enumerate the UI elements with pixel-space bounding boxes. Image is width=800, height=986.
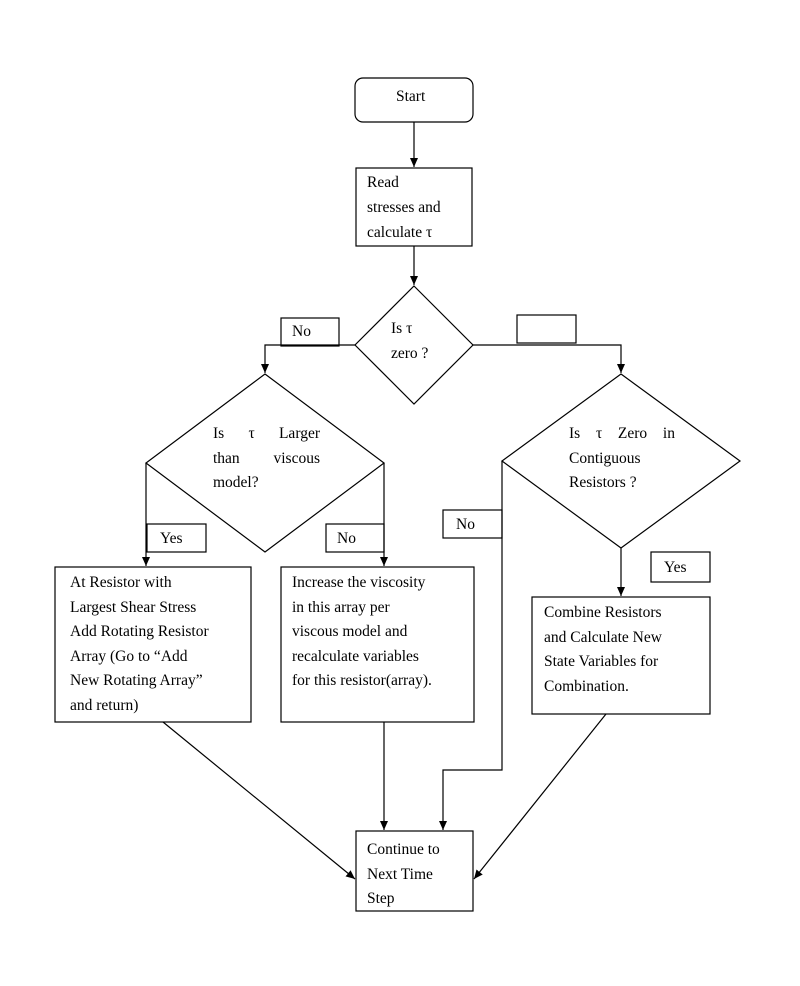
add-rotating-line-5: New Rotating Array” (70, 672, 203, 689)
start-label: Start (396, 88, 426, 105)
combine-line-4: Combination. (544, 677, 629, 695)
yes-label-right: Yes (664, 559, 687, 576)
add-rotating-line-3: Add Rotating Resistor (70, 623, 209, 640)
add-rotating-array-box (54, 566, 252, 723)
increase-viscosity-line-5: for this resistor(array). (292, 672, 432, 689)
no-label-left-right: No (337, 530, 356, 547)
add-rotating-line-2: Largest Shear Stress (70, 598, 197, 616)
increase-viscosity-line-4: recalculate variables (292, 647, 419, 665)
larger-viscous-line-2: than viscous (213, 449, 320, 467)
contiguous-line-1: Is τ Zero in (569, 425, 675, 442)
larger-viscous-text: Is τ Larger than viscous model? (213, 422, 320, 496)
continue-line-2: Next Time (367, 865, 433, 883)
larger-viscous-line-1: Is τ Larger (213, 425, 320, 442)
yes-label-left: Yes (160, 530, 183, 547)
contiguous-text: Is τ Zero in Contiguous Resistors ? (569, 422, 675, 496)
continue-line-1: Continue to (367, 841, 440, 858)
read-line-3: calculate τ (367, 224, 433, 241)
no-label-box-top-left (280, 317, 340, 347)
no-label-right: No (456, 516, 475, 533)
increase-viscosity-box (280, 566, 475, 723)
read-line-1: Read (367, 174, 399, 191)
yes-label-box-right (650, 551, 711, 583)
combine-resistors-text: Combine Resistors and Calculate New Stat… (544, 601, 662, 699)
arrow-add-rotating-to-continue (162, 721, 356, 880)
arrow-combine-to-continue (473, 713, 607, 880)
continue-line-3: Step (367, 890, 395, 907)
increase-viscosity-text: Increase the viscosity in this array per… (292, 571, 432, 694)
tau-zero-line-1: Is τ (391, 320, 413, 337)
arrow-no-to-continue (439, 461, 503, 830)
add-rotating-line-1: At Resistor with (70, 574, 172, 591)
add-rotating-text: At Resistor with Largest Shear Stress Ad… (70, 571, 209, 718)
larger-than-viscous-decision (144, 373, 386, 553)
read-line-2: stresses and (367, 199, 441, 216)
arrow-yes-to-contiguous-decision (473, 344, 625, 373)
add-rotating-line-4: Array (Go to “Add (70, 647, 188, 665)
yes-label-box-left (146, 523, 207, 553)
larger-viscous-line-3: model? (213, 474, 259, 491)
no-label-box-left-right (325, 523, 385, 553)
arrow-no-to-larger-decision (261, 344, 355, 373)
contiguous-line-3: Resistors ? (569, 474, 637, 491)
combine-line-1: Combine Resistors (544, 604, 662, 621)
contiguous-line-2: Contiguous (569, 449, 641, 467)
increase-viscosity-line-3: viscous model and (292, 623, 408, 640)
combine-resistors-box (531, 596, 711, 715)
read-stresses-box (355, 167, 473, 247)
continue-text: Continue to Next Time Step (367, 838, 440, 912)
combine-line-2: and Calculate New (544, 628, 662, 646)
no-label-top-left: No (292, 323, 311, 340)
continue-next-step-box (355, 830, 474, 912)
increase-viscosity-line-1: Increase the viscosity (292, 574, 426, 591)
add-rotating-line-6: and return) (70, 696, 139, 714)
yes-label-box-top-right (516, 314, 577, 344)
increase-viscosity-line-2: in this array per (292, 598, 390, 616)
combine-line-3: State Variables for (544, 653, 659, 670)
tau-zero-line-2: zero ? (391, 345, 429, 362)
tau-zero-decision (354, 285, 474, 405)
